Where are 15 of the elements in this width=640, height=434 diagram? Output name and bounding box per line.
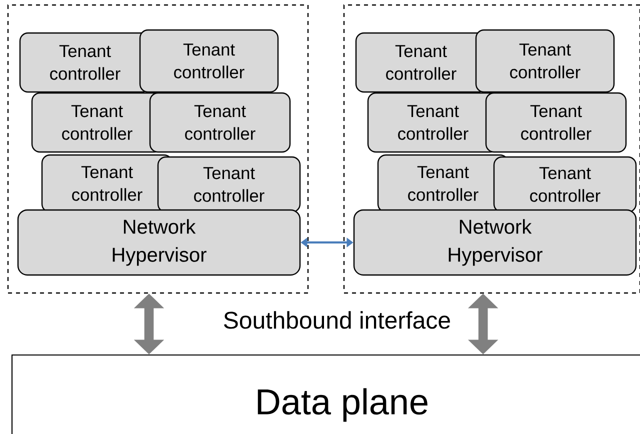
controller-box: Tenant controller [493, 156, 637, 213]
controller-box: Tenant controller [149, 92, 291, 153]
annotation-text: Southbound interface [224, 311, 450, 329]
controller-box: Tenant controller [475, 29, 615, 93]
hypervisor-box: Network Hypervisor [353, 209, 637, 276]
controller-box: Tenant controller [367, 92, 499, 153]
controller-box: Tenant controller [139, 29, 279, 93]
controller-box: Tenant controller [19, 32, 151, 93]
data-plane-box: Data plane [11, 354, 640, 434]
hypervisor-box: Network Hypervisor [17, 209, 301, 276]
dashed-container [7, 4, 309, 294]
controller-box: Tenant controller [355, 32, 487, 93]
controller-box: Tenant controller [31, 92, 163, 153]
controller-box: Tenant controller [485, 92, 627, 153]
controller-box: Tenant controller [157, 156, 301, 213]
